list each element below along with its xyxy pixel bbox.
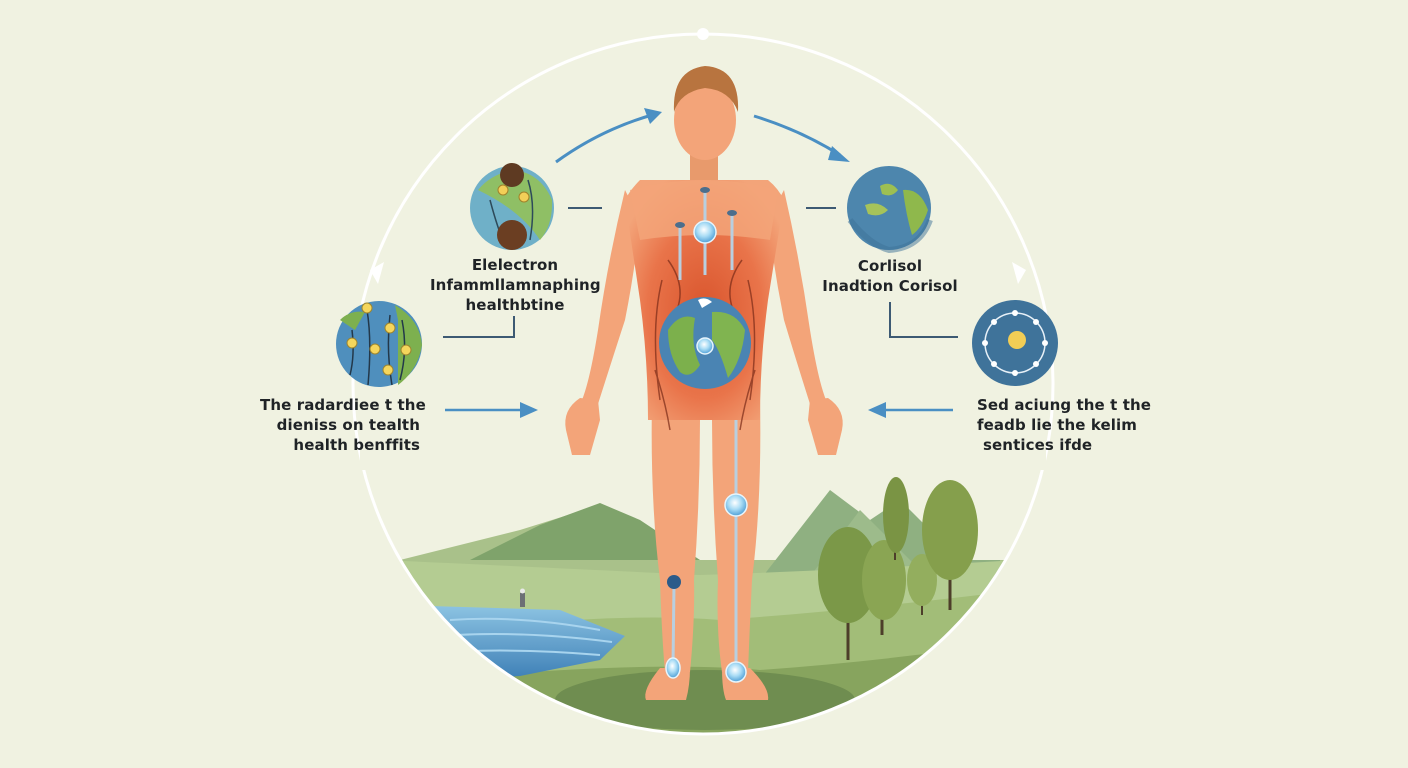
left-ankle-sensor [665, 657, 681, 679]
node-label-mid-right: Sed aciung the t the feadb lie the kelim… [977, 395, 1152, 455]
chest-sensor [693, 220, 717, 244]
landscape [380, 477, 1020, 734]
label-line: Corlisol [857, 257, 923, 275]
label-line: Sed aciung the t the [977, 396, 1152, 414]
left-knee-sensor [667, 575, 681, 589]
ring-arrow-left [370, 262, 384, 284]
arrow-mid-left [520, 402, 538, 418]
earth-globe-icon [847, 166, 933, 254]
globe-with-nodes-icon [336, 301, 422, 387]
label-line: Infammllamnaphing [430, 276, 601, 294]
arrow-top-right [828, 146, 850, 162]
ring-arrow-right [1012, 262, 1026, 284]
label-line: feadb lie the kelim [977, 416, 1138, 434]
arrow-mid-right [868, 402, 886, 418]
arrow-top-left [644, 108, 662, 124]
label-line: Elelectron [471, 256, 559, 274]
label-line: dieniss on tealth [276, 416, 420, 434]
orbit-globe-icon [972, 300, 1058, 386]
node-label-top-right: Corlisol Inadtion Corisol [820, 256, 960, 296]
label-line: health benffits [293, 436, 420, 454]
label-line: sentices ifde [983, 436, 1093, 454]
label-line: Inadtion Corisol [822, 277, 958, 295]
belly-sensor [696, 337, 714, 355]
right-knee-sensor [724, 493, 748, 517]
globe-with-figure-icon [470, 163, 554, 250]
node-label-mid-left: The radardiee t the dieniss on tealth he… [260, 395, 426, 455]
human-figure [565, 66, 843, 700]
ring-node [697, 28, 709, 40]
label-line: healthbtine [465, 296, 565, 314]
connector-lines [443, 207, 958, 338]
label-line: The radardiee t the [260, 396, 426, 414]
right-ankle-sensor [725, 661, 747, 683]
sensor-clips [675, 187, 737, 228]
node-label-top-left: Elelectron Infammllamnaphing healthbtine [430, 255, 601, 315]
trees [818, 477, 978, 660]
sensor-wires [671, 190, 738, 670]
